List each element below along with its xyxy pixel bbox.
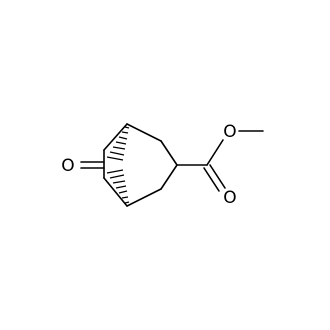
bond-carbonyl-to-ester-oxygen bbox=[206, 139, 224, 166]
ester-oxygen-label: O bbox=[223, 122, 236, 142]
bond-bridgehead-top-to-ring-top bbox=[126, 123, 162, 142]
bond-left-ring-upper bbox=[103, 123, 128, 151]
bond-carbonyl-double-b bbox=[209, 164, 226, 189]
bond-alpha-to-ring-bottom bbox=[160, 164, 178, 190]
carbonyl-oxygen-label: O bbox=[223, 188, 236, 208]
hashed-wedge-bond-bottom bbox=[106, 169, 130, 204]
ketone-oxygen-label: O bbox=[61, 156, 74, 176]
bond-carbonyl-double-a bbox=[203, 167, 220, 192]
bond-ring-top-to-alpha bbox=[160, 140, 178, 166]
bond-ring-bottom-to-bridgehead-bottom bbox=[126, 188, 162, 207]
hashed-wedge-bond-top bbox=[106, 126, 130, 161]
bond-left-ring-lower bbox=[103, 177, 128, 207]
